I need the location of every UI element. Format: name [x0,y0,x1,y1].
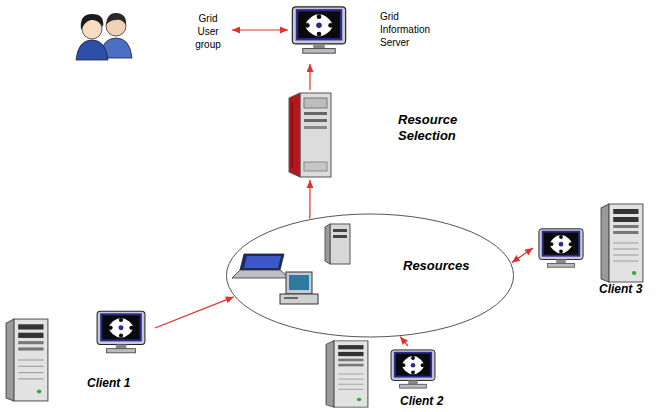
computer-icon [391,350,435,388]
user-group: Grid User group [72,6,232,58]
node-label: Grid Information Server [380,10,446,49]
resources-pool: Resources [225,213,515,338]
client-node: Client 1 [3,308,155,402]
tower-icon [325,224,350,264]
desktop-icon [280,272,318,304]
server-icon [326,341,368,407]
connector-arrow [400,337,408,346]
connector-arrow [155,297,234,328]
node-label: Resource Selection [398,112,478,144]
laptop-icon [232,254,290,278]
computer-icon [539,229,583,267]
client-node: Client 2 [322,346,463,410]
ellipse-outline [225,213,515,338]
node-label: Grid User group [188,12,228,51]
resource-selection-server: Resource Selection [286,90,486,180]
node-label: Resources [403,258,493,274]
server-icon [6,319,48,401]
connector-arrow [512,248,533,263]
ellipse-outline [226,214,513,337]
server-icon [601,204,643,282]
node-label: Client 3 [599,282,653,296]
computer-icon [292,7,345,53]
connector-arrow [309,64,310,90]
node-label: Client 1 [87,376,151,390]
server-icon [289,93,331,177]
client-node: Client 3 [533,200,656,300]
connector-arrow [309,180,310,219]
connector-arrow [232,29,288,30]
user-group-icon [76,13,132,60]
computer-icon [97,311,145,353]
node-label: Client 2 [400,394,460,408]
information-server: Grid Information Server [288,2,452,64]
